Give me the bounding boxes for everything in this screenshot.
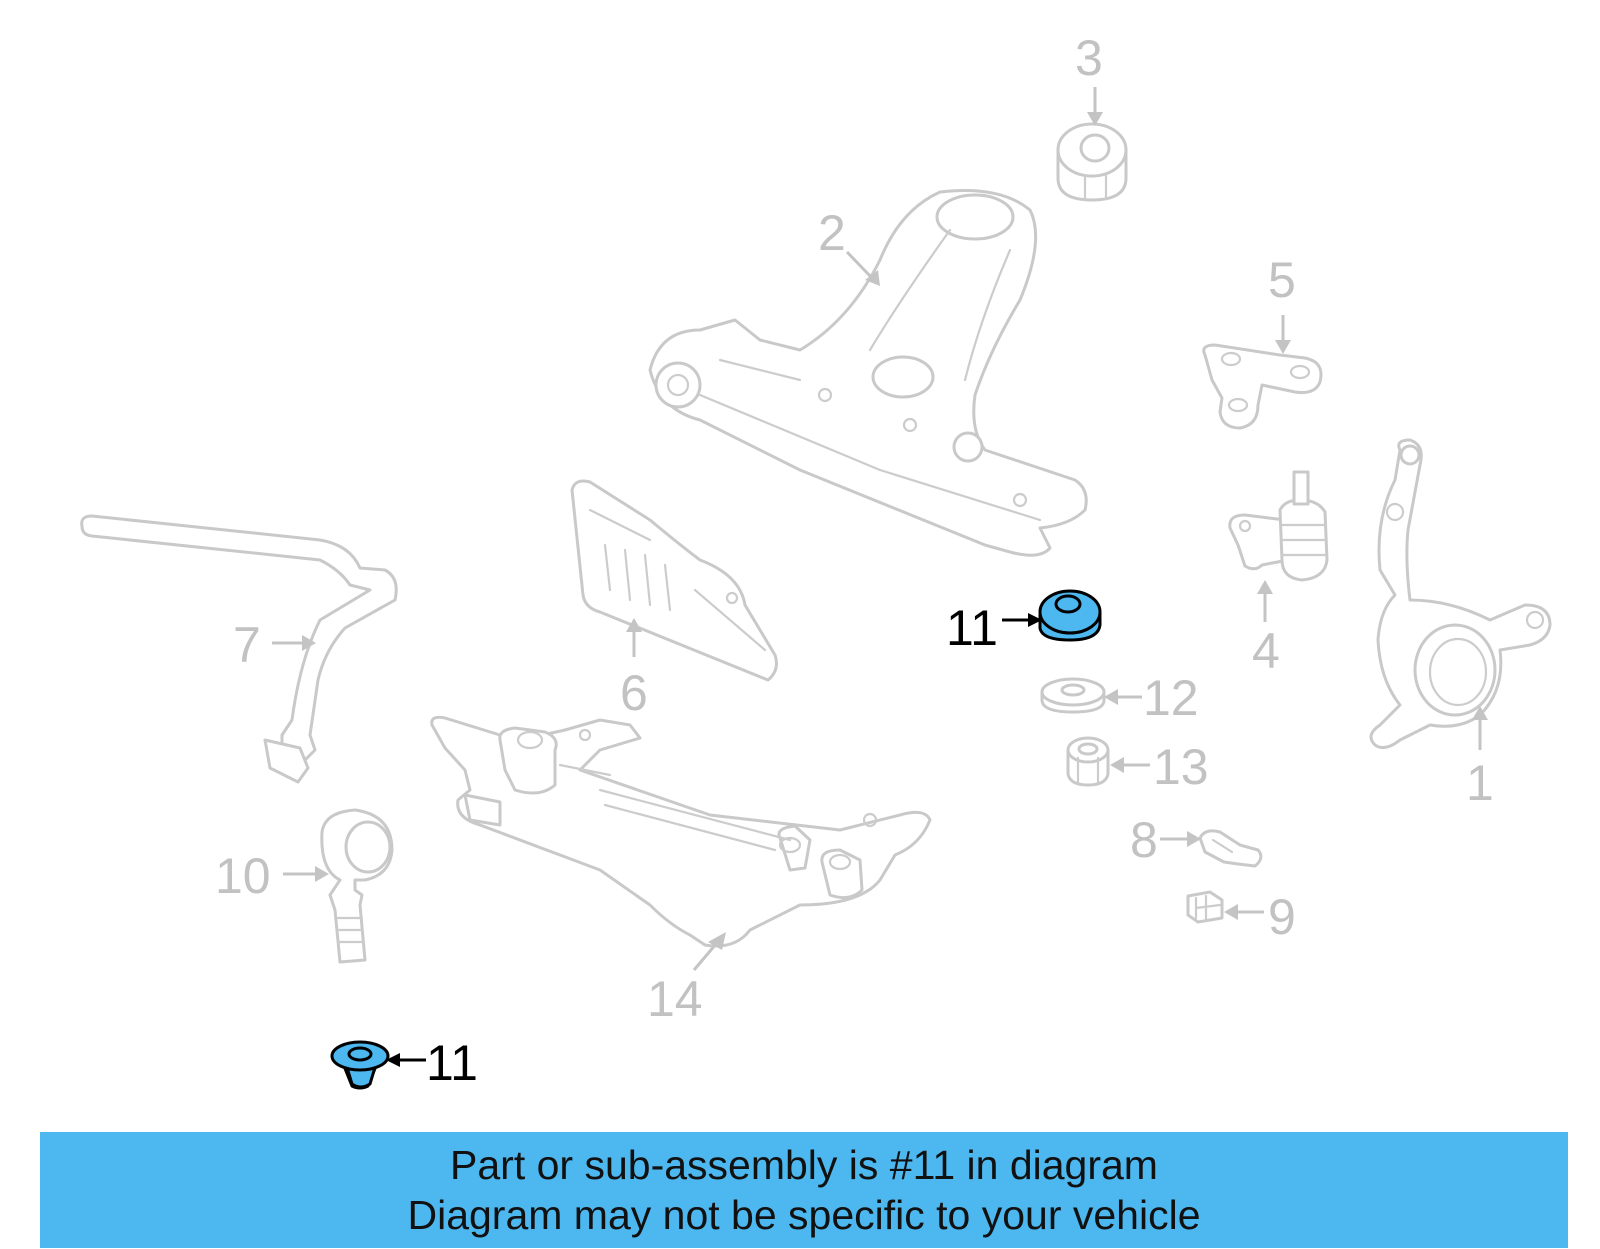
part-14-subframe[interactable] (430, 715, 932, 948)
callout-4-arrow (1257, 580, 1273, 622)
callout-label-12: 12 (1143, 670, 1199, 726)
part-6-shield[interactable] (570, 479, 778, 682)
callout-6-arrow (626, 618, 642, 657)
callout-label-11-lower: 11 (426, 1035, 478, 1091)
callout-label-2: 2 (818, 205, 846, 261)
part-11-bushing-upper[interactable] (1038, 589, 1102, 642)
callout-2-arrow (845, 250, 880, 286)
callout-label-7: 7 (233, 617, 261, 673)
callout-9-arrow (1224, 904, 1264, 920)
banner-line-2: Diagram may not be specific to your vehi… (407, 1192, 1201, 1238)
callout-label-4: 4 (1252, 623, 1280, 679)
part-2-control-arm[interactable] (648, 188, 1088, 557)
callout-label-6: 6 (620, 665, 648, 721)
callout-11-upper-arrow (1002, 613, 1042, 627)
info-banner: Part or sub-assembly is #11 in diagram D… (40, 1132, 1568, 1248)
callout-label-10: 10 (215, 848, 271, 904)
callout-10-arrow (283, 866, 329, 882)
banner-line-1: Part or sub-assembly is #11 in diagram (450, 1142, 1158, 1188)
part-13-nut[interactable] (1066, 736, 1110, 787)
part-9-clip[interactable] (1186, 890, 1224, 924)
callout-14-arrow (692, 932, 726, 971)
callout-label-13: 13 (1153, 739, 1209, 795)
callout-8-arrow (1160, 831, 1201, 847)
callout-11-lower-arrow (386, 1053, 426, 1067)
callout-3-arrow (1087, 87, 1103, 126)
part-7-stabilizer-bar[interactable] (80, 514, 398, 784)
callout-12-arrow (1104, 689, 1142, 705)
callout-label-14: 14 (647, 971, 703, 1027)
callout-7-arrow (272, 635, 316, 651)
part-10-link[interactable] (320, 808, 394, 964)
callout-label-5: 5 (1268, 252, 1296, 308)
part-8-clip[interactable] (1198, 829, 1263, 868)
callout-13-arrow (1110, 757, 1150, 773)
part-12-washer[interactable] (1040, 677, 1106, 714)
part-11-bushing-lower[interactable] (330, 1040, 390, 1090)
part-1-knuckle[interactable] (1369, 438, 1552, 750)
part-4-ball-joint[interactable] (1228, 470, 1329, 582)
callout-5-arrow (1275, 315, 1291, 354)
callout-label-9: 9 (1268, 889, 1296, 945)
callout-label-11-upper: 11 (946, 600, 998, 656)
callout-label-8: 8 (1130, 812, 1158, 868)
part-3-bushing[interactable] (1056, 122, 1128, 202)
callout-label-1: 1 (1466, 755, 1494, 811)
part-5-bracket[interactable] (1202, 343, 1323, 430)
callout-1-arrow (1472, 706, 1488, 750)
callout-label-3: 3 (1075, 30, 1103, 86)
